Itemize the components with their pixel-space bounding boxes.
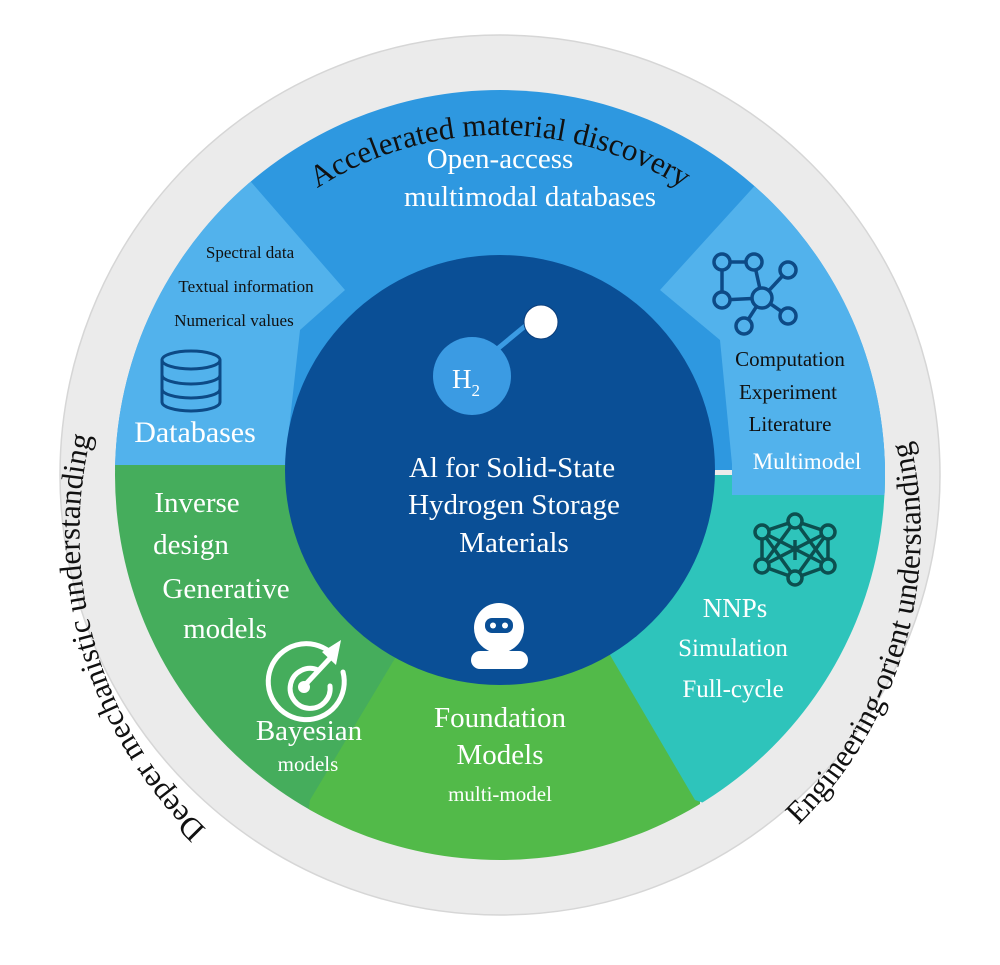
multimodel-item-experiment: Experiment [739, 380, 837, 404]
open-access-line-2: multimodal databases [404, 181, 656, 213]
inverse-design-line-4: models [183, 613, 267, 645]
h2-label-h: H [452, 364, 472, 394]
foundation-line-2: Models [457, 739, 544, 771]
inverse-design-line-2: design [153, 529, 229, 561]
nnps-line-3: Full-cycle [682, 676, 783, 703]
center-title-line-1: Al for Solid-State [409, 452, 615, 484]
robot-icon [471, 603, 528, 669]
databases-title: Databases [134, 416, 256, 449]
nnps-line-2: Simulation [678, 635, 788, 662]
multimodel-item-computation: Computation [735, 347, 845, 371]
inverse-design-line-1: Inverse [154, 487, 239, 519]
databases-item-spectral: Spectral data [206, 243, 295, 262]
target-arrow-icon [265, 640, 347, 723]
nnps-line-1: NNPs [703, 593, 768, 623]
open-access-line-1: Open-access [427, 143, 574, 175]
bayesian-subtitle: models [278, 752, 339, 776]
foundation-subtitle: multi-model [448, 782, 552, 806]
neural-network-icon [753, 512, 837, 587]
databases-item-numerical: Numerical values [174, 311, 293, 330]
bayesian-title: Bayesian [256, 715, 363, 747]
multimodel-title: Multimodel [753, 449, 862, 474]
center-title-line-2: Hydrogen Storage [408, 489, 620, 521]
multimodel-item-literature: Literature [749, 412, 832, 436]
database-icon [160, 349, 222, 413]
inverse-design-line-3: Generative [162, 573, 289, 605]
foundation-line-1: Foundation [434, 702, 567, 734]
h2-label: H2 [452, 364, 480, 400]
h2-label-subscript: 2 [472, 381, 481, 400]
h2-atom-large [433, 337, 511, 415]
h-atom-small [523, 304, 559, 340]
multimodel-box [732, 440, 885, 495]
center-circle [285, 255, 715, 685]
center-title-line-3: Materials [459, 527, 569, 559]
databases-item-textual: Textual information [178, 277, 314, 296]
network-graph-icon [712, 252, 798, 336]
